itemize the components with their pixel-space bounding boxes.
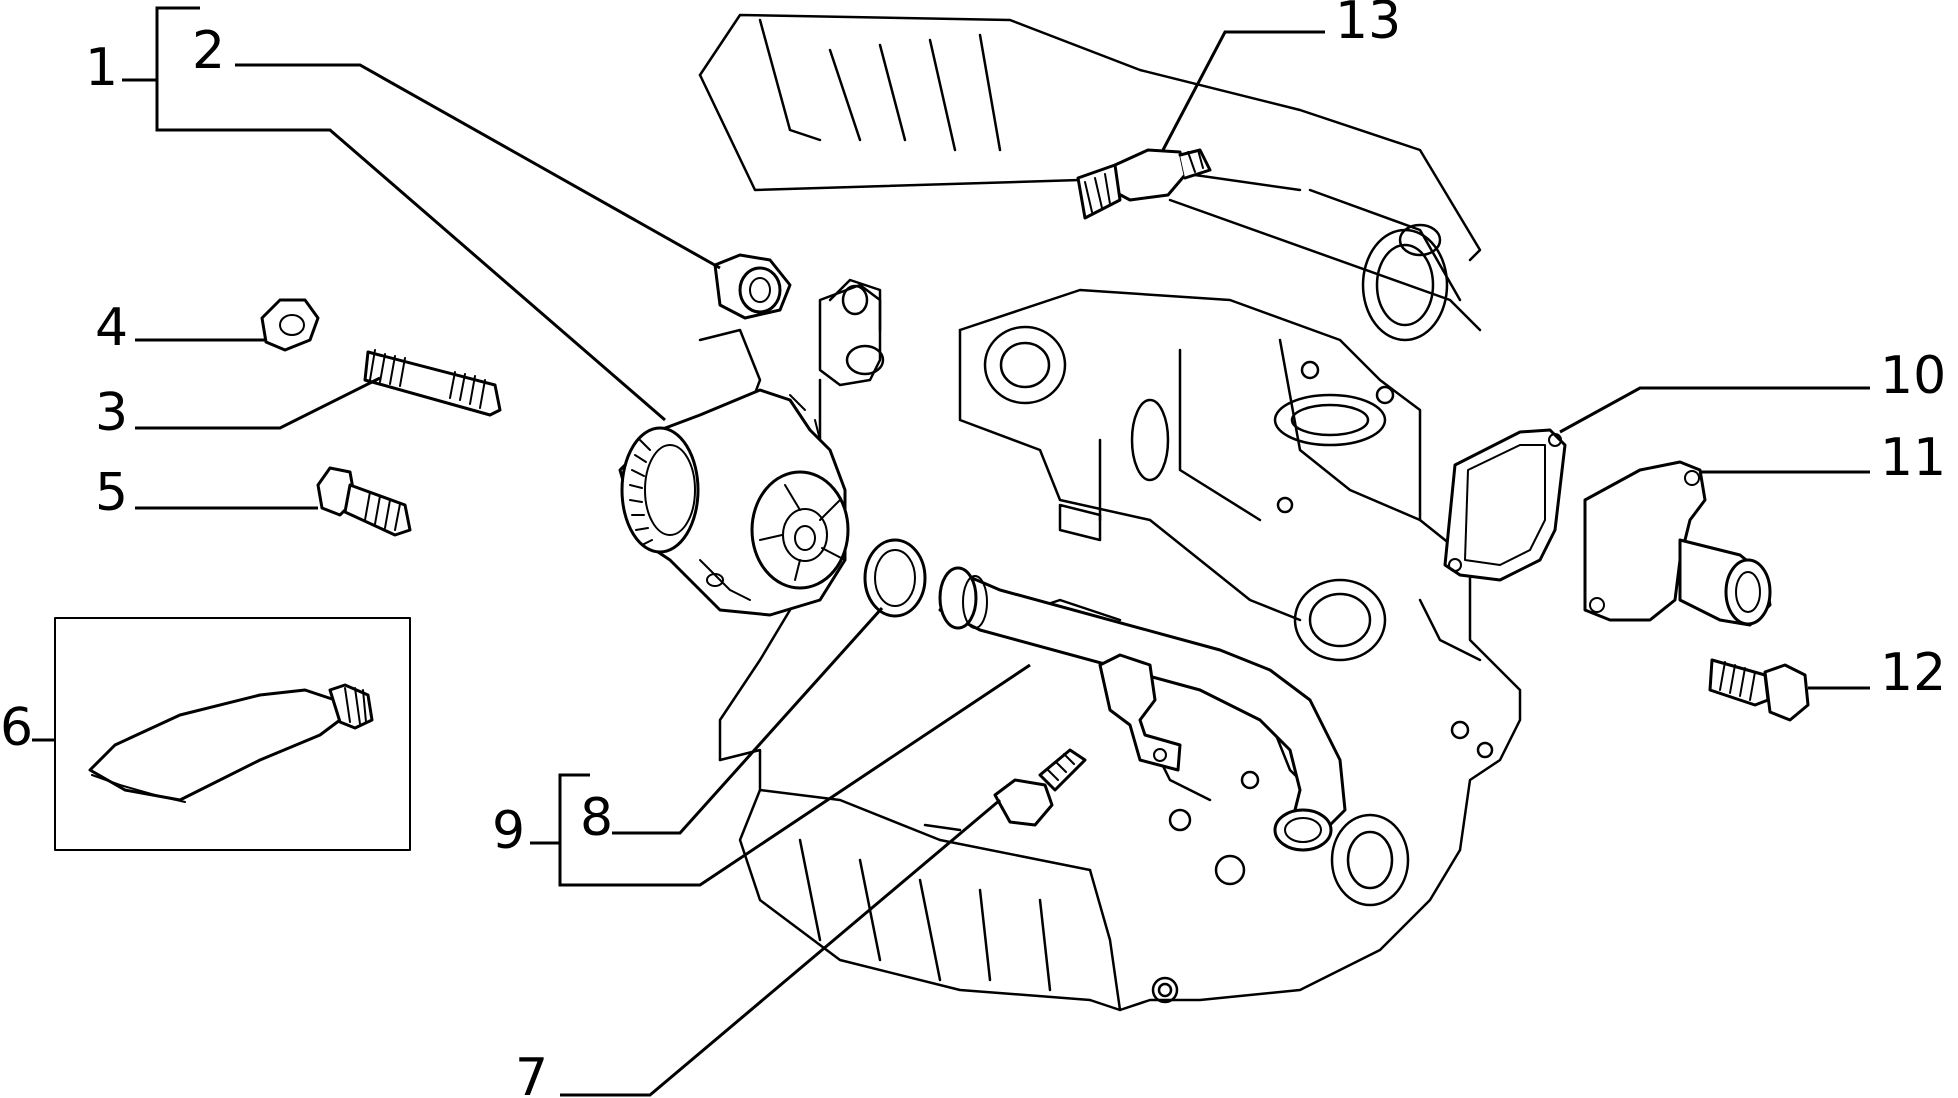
leader-9: [558, 663, 1031, 887]
part-12-bolt: [1708, 658, 1810, 722]
callout-1: 1: [85, 38, 118, 98]
part-8-gasket-ring: [863, 538, 927, 618]
callout-4: 4: [95, 298, 128, 358]
callout-9: 9: [492, 801, 525, 861]
callout-3: 3: [95, 383, 128, 443]
part-6-box: [54, 617, 411, 851]
callout-2: 2: [192, 21, 225, 81]
leader-10: [1559, 386, 1870, 434]
leader-7: [560, 798, 1001, 1097]
callout-10: 10: [1880, 346, 1946, 406]
part-9-coolant-pipe: [938, 566, 1347, 852]
part-5-bolt: [316, 466, 412, 537]
part-6-sealant-tube: [54, 617, 411, 851]
part-4-nut: [260, 298, 320, 352]
leader-8: [612, 606, 884, 835]
leader-1: [155, 6, 666, 422]
callout-11: 11: [1880, 428, 1946, 488]
part-11-thermostat-housing: [1583, 460, 1772, 627]
part-3-stud: [363, 349, 502, 417]
callout-13: 13: [1335, 0, 1401, 51]
leader-13: [1161, 30, 1325, 151]
leader-3: [135, 376, 381, 430]
part-7-bolt: [993, 748, 1087, 827]
part-10-thermostat-gasket: [1443, 428, 1567, 582]
part-13-temperature-sensor: [1076, 148, 1212, 220]
callout-6: 6: [0, 698, 33, 758]
part-1-water-pump: [618, 388, 850, 617]
callout-5: 5: [95, 463, 128, 523]
engine-block: [698, 13, 1522, 1012]
callout-12: 12: [1880, 643, 1946, 703]
callout-7: 7: [515, 1048, 548, 1098]
callout-8: 8: [580, 788, 613, 848]
leader-lines: [32, 6, 1870, 1097]
leader-2: [235, 63, 721, 270]
part-2-bush: [713, 253, 792, 320]
